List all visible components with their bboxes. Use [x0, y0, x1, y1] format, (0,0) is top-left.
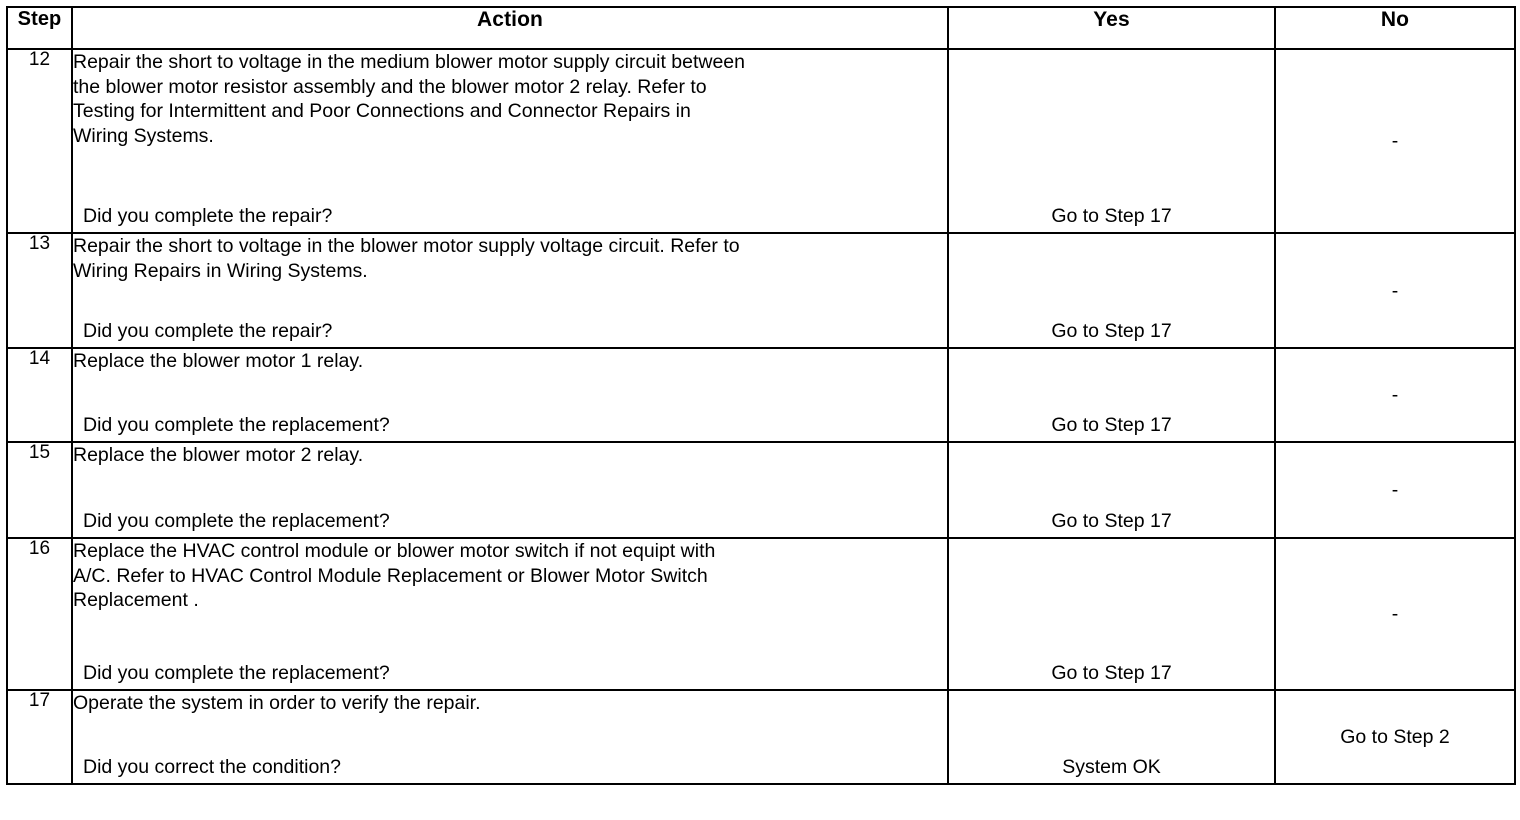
no-cell: -	[1274, 347, 1516, 443]
column-header-step: Step	[6, 6, 73, 50]
action-line: Replace the blower motor 1 relay.	[73, 350, 364, 372]
table-row: 17 Operate the system in order to verify…	[6, 689, 1516, 785]
action-line: Replace the blower motor 2 relay.	[73, 444, 364, 466]
no-value: -	[1391, 279, 1399, 302]
action-cell: Replace the blower motor 1 relay. Did yo…	[71, 347, 949, 443]
table-row: 12 Repair the short to voltage in the me…	[6, 48, 1516, 234]
action-text: Replace the HVAC control module or blowe…	[73, 539, 947, 613]
column-header-yes: Yes	[947, 6, 1276, 50]
yes-cell: Go to Step 17	[947, 232, 1276, 349]
yes-cell: Go to Step 17	[947, 48, 1276, 234]
yes-value: Go to Step 17	[1051, 509, 1172, 532]
yes-value: System OK	[1062, 755, 1161, 778]
no-value: -	[1391, 602, 1399, 625]
action-line: Operate the system in order to verify th…	[73, 692, 481, 714]
action-question: Did you complete the replacement?	[83, 509, 390, 532]
yes-value: Go to Step 17	[1051, 319, 1172, 342]
diagnostic-step-table: Step Action Yes No 12 Repair the short t…	[6, 6, 1516, 785]
action-question: Did you complete the repair?	[83, 204, 333, 227]
action-question: Did you complete the replacement?	[83, 413, 390, 436]
action-line: A/C. Refer to HVAC Control Module Replac…	[73, 564, 708, 587]
action-cell: Operate the system in order to verify th…	[71, 689, 949, 785]
action-question: Did you complete the replacement?	[83, 661, 390, 684]
no-cell: -	[1274, 537, 1516, 691]
action-line: Replacement .	[73, 589, 199, 611]
table-row: 13 Repair the short to voltage in the bl…	[6, 232, 1516, 349]
table-body: 12 Repair the short to voltage in the me…	[6, 48, 1516, 785]
action-text: Replace the blower motor 2 relay.	[73, 443, 947, 468]
no-cell: -	[1274, 48, 1516, 234]
action-text: Repair the short to voltage in the mediu…	[73, 50, 947, 148]
yes-value: Go to Step 17	[1051, 204, 1172, 227]
step-number: 15	[6, 441, 73, 539]
action-question: Did you complete the repair?	[83, 319, 333, 342]
action-text: Replace the blower motor 1 relay.	[73, 349, 947, 374]
action-line: Replace the HVAC control module or blowe…	[73, 540, 716, 562]
yes-cell: System OK	[947, 689, 1276, 785]
no-cell: -	[1274, 232, 1516, 349]
action-line: Wiring Repairs in Wiring Systems.	[73, 259, 368, 282]
no-value: -	[1391, 478, 1399, 501]
step-number: 17	[6, 689, 73, 785]
action-cell: Repair the short to voltage in the mediu…	[71, 48, 949, 234]
yes-value: Go to Step 17	[1051, 661, 1172, 684]
step-number: 13	[6, 232, 73, 349]
no-cell: -	[1274, 441, 1516, 539]
action-line: Repair the short to voltage in the blowe…	[73, 235, 740, 257]
column-header-action: Action	[71, 6, 949, 50]
no-value: -	[1391, 129, 1399, 152]
table-header: Step Action Yes No	[6, 6, 1516, 50]
yes-cell: Go to Step 17	[947, 537, 1276, 691]
step-number: 12	[6, 48, 73, 234]
action-question: Did you correct the condition?	[83, 755, 341, 778]
yes-value: Go to Step 17	[1051, 413, 1172, 436]
action-line: Repair the short to voltage in the mediu…	[73, 51, 745, 73]
action-cell: Replace the blower motor 2 relay. Did yo…	[71, 441, 949, 539]
action-cell: Repair the short to voltage in the blowe…	[71, 232, 949, 349]
action-cell: Replace the HVAC control module or blowe…	[71, 537, 949, 691]
no-cell: Go to Step 2	[1274, 689, 1516, 785]
action-text: Operate the system in order to verify th…	[73, 691, 947, 716]
no-value: -	[1391, 383, 1399, 406]
column-header-no: No	[1274, 6, 1516, 50]
table-row: 15 Replace the blower motor 2 relay. Did…	[6, 441, 1516, 539]
yes-cell: Go to Step 17	[947, 347, 1276, 443]
action-text: Repair the short to voltage in the blowe…	[73, 234, 947, 283]
table-row: 14 Replace the blower motor 1 relay. Did…	[6, 347, 1516, 443]
step-number: 16	[6, 537, 73, 691]
step-number: 14	[6, 347, 73, 443]
yes-cell: Go to Step 17	[947, 441, 1276, 539]
action-line: Testing for Intermittent and Poor Connec…	[73, 100, 691, 122]
header-row: Step Action Yes No	[6, 6, 1516, 50]
action-line: Wiring Systems.	[73, 124, 214, 147]
action-line: the blower motor resistor assembly and t…	[73, 75, 707, 98]
table-row: 16 Replace the HVAC control module or bl…	[6, 537, 1516, 691]
no-value: Go to Step 2	[1340, 725, 1450, 748]
